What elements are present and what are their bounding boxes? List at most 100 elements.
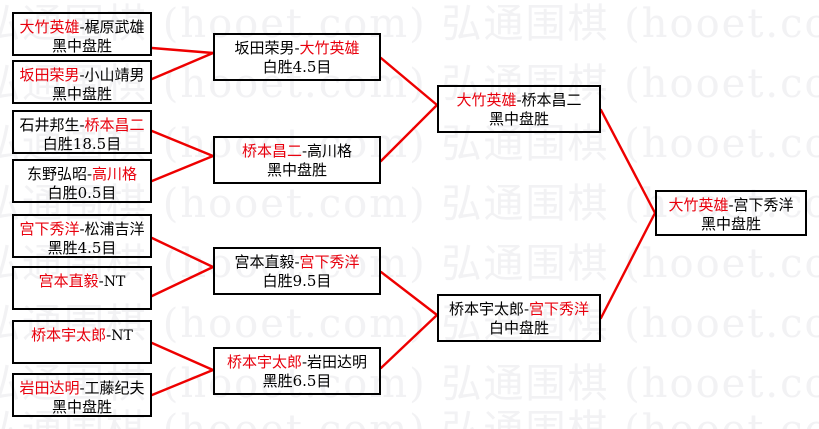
- vs-dash: -: [728, 196, 734, 214]
- vs-dash: -: [301, 353, 308, 371]
- match-players: 岩田达明-工藤纪夫: [19, 379, 144, 398]
- player-loser: 松浦吉洋: [84, 220, 145, 238]
- match-result: 黑胜4.5目: [47, 238, 117, 257]
- match-result: 白胜18.5目: [42, 134, 122, 153]
- player-loser: 宫下秀洋: [733, 196, 794, 214]
- vs-dash: -: [79, 66, 85, 84]
- connector-r2m3-r3m2: [379, 270, 439, 317]
- match-players: 桥本宇太郎-岩田达明: [227, 353, 367, 372]
- match-box-r1m3[interactable]: 石井邦生-桥本昌二 白胜18.5目: [12, 110, 152, 154]
- vs-dash: -: [294, 39, 300, 57]
- match-box-r3m2[interactable]: 桥本宇太郎-宫下秀洋 白中盘胜: [437, 294, 601, 342]
- vs-dash: -: [516, 91, 522, 109]
- vs-dash: -: [79, 220, 85, 238]
- match-box-final[interactable]: 大竹英雄-宫下秀洋 黑中盘胜: [655, 190, 807, 236]
- player-winner: 大竹英雄: [299, 39, 360, 57]
- player-winner: 宫本直毅: [38, 272, 99, 290]
- player-bye: NT: [111, 328, 133, 344]
- match-box-r2m3[interactable]: 宫本直毅-宫下秀洋 白胜9.5目: [213, 247, 381, 295]
- player-loser: 梶原武雄: [84, 18, 145, 36]
- match-players: 大竹英雄-桥本昌二: [456, 91, 581, 110]
- player-loser: 石井邦生: [19, 116, 80, 134]
- player-loser: 高川格: [307, 142, 353, 160]
- match-box-r2m2[interactable]: 桥本昌二-高川格 黑中盘胜: [213, 136, 381, 184]
- connector-r1m6-r2m3: [150, 265, 215, 298]
- vs-dash: -: [106, 326, 112, 344]
- player-winner: 桥本宇太郎: [31, 326, 107, 344]
- match-players: 宫本直毅-宫下秀洋: [234, 253, 359, 272]
- match-players: 东野弘昭-高川格: [27, 165, 137, 184]
- match-result: 黑中盘胜: [51, 84, 112, 103]
- connector-r1m1-r2m1: [150, 46, 215, 55]
- connector-r1m8-r2m4: [150, 368, 215, 397]
- vs-dash: -: [79, 379, 85, 397]
- connector-r1m2-r2m1: [150, 51, 215, 81]
- match-players: 宫下秀洋-松浦吉洋: [19, 220, 144, 239]
- connector-r1m3-r2m2: [150, 129, 215, 158]
- match-box-r1m7[interactable]: 桥本宇太郎-NT: [12, 320, 152, 364]
- player-winner: 桥本昌二: [84, 116, 145, 134]
- match-box-r1m1[interactable]: 大竹英雄-梶原武雄 黑中盘胜: [12, 12, 152, 56]
- match-box-r1m8[interactable]: 岩田达明-工藤纪夫 黑中盘胜: [12, 373, 152, 417]
- connector-r3m2-r4m1: [599, 211, 657, 320]
- match-players: 桥本宇太郎-宫下秀洋: [449, 300, 589, 319]
- connector-r3m1-r4m1: [599, 108, 657, 215]
- player-loser: 坂田荣男: [234, 39, 295, 57]
- vs-dash: -: [301, 142, 308, 160]
- match-result: 白胜9.5目: [262, 271, 332, 290]
- match-players: 桥本宇太郎-NT: [31, 326, 133, 346]
- connector-r2m1-r3m1: [379, 56, 439, 107]
- match-box-r1m5[interactable]: 宫下秀洋-松浦吉洋 黑胜4.5目: [12, 214, 152, 258]
- player-loser: 工藤纪夫: [84, 379, 145, 397]
- match-result: 白中盘胜: [488, 318, 549, 337]
- match-box-r3m1[interactable]: 大竹英雄-桥本昌二 黑中盘胜: [437, 85, 601, 133]
- match-box-r1m6[interactable]: 宫本直毅-NT: [12, 266, 152, 310]
- match-players: 石井邦生-桥本昌二: [19, 116, 144, 135]
- player-loser: 东野弘昭: [26, 165, 87, 183]
- vs-dash: -: [79, 116, 85, 134]
- connector-r1m5-r2m3: [150, 236, 215, 269]
- player-winner: 宫下秀洋: [529, 300, 590, 318]
- player-winner: 桥本昌二: [241, 142, 302, 160]
- player-loser: 桥本昌二: [521, 91, 582, 109]
- vs-dash: -: [86, 165, 93, 183]
- player-winner: 大竹英雄: [456, 91, 517, 109]
- match-box-r1m4[interactable]: 东野弘昭-高川格 白胜0.5目: [12, 159, 152, 203]
- player-winner: 高川格: [92, 165, 138, 183]
- match-result: 黑中盘胜: [51, 36, 112, 55]
- player-loser: 岩田达明: [307, 353, 368, 371]
- match-result: 黑中盘胜: [700, 214, 761, 233]
- player-bye: NT: [103, 274, 126, 290]
- player-winner: 岩田达明: [19, 379, 80, 397]
- match-players: 桥本昌二-高川格: [242, 142, 352, 161]
- connector-r2m4-r3m2: [379, 313, 439, 370]
- match-players: 坂田荣男-大竹英雄: [234, 39, 359, 58]
- match-result: 黑胜6.5目: [262, 371, 332, 390]
- player-winner: 桥本宇太郎: [226, 353, 302, 371]
- connector-r1m4-r2m2: [150, 154, 215, 183]
- match-players: 大竹英雄-宫下秀洋: [668, 196, 793, 215]
- match-players: 坂田荣男-小山靖男: [19, 66, 144, 85]
- match-result: 黑中盘胜: [51, 397, 112, 416]
- player-winner: 宫下秀洋: [299, 253, 360, 271]
- player-winner: 宫下秀洋: [19, 220, 80, 238]
- player-loser: 小山靖男: [84, 66, 145, 84]
- connector-r1m7-r2m4: [150, 341, 215, 372]
- match-result: 黑中盘胜: [488, 109, 549, 128]
- vs-dash: -: [523, 300, 530, 318]
- match-players: 大竹英雄-梶原武雄: [19, 18, 144, 37]
- match-box-r2m1[interactable]: 坂田荣男-大竹英雄 白胜4.5目: [213, 33, 381, 81]
- connector-r2m2-r3m1: [379, 103, 439, 163]
- match-box-r2m4[interactable]: 桥本宇太郎-岩田达明 黑胜6.5目: [213, 347, 381, 395]
- vs-dash: -: [98, 272, 104, 290]
- match-box-r1m2[interactable]: 坂田荣男-小山靖男 黑中盘胜: [12, 60, 152, 104]
- player-winner: 大竹英雄: [668, 196, 729, 214]
- match-players: 宫本直毅-NT: [39, 272, 126, 292]
- player-winner: 大竹英雄: [19, 18, 80, 36]
- match-result: 白胜4.5目: [262, 57, 332, 76]
- vs-dash: -: [79, 18, 85, 36]
- match-result: 白胜0.5目: [47, 183, 117, 202]
- match-result: 黑中盘胜: [266, 160, 327, 179]
- vs-dash: -: [294, 253, 300, 271]
